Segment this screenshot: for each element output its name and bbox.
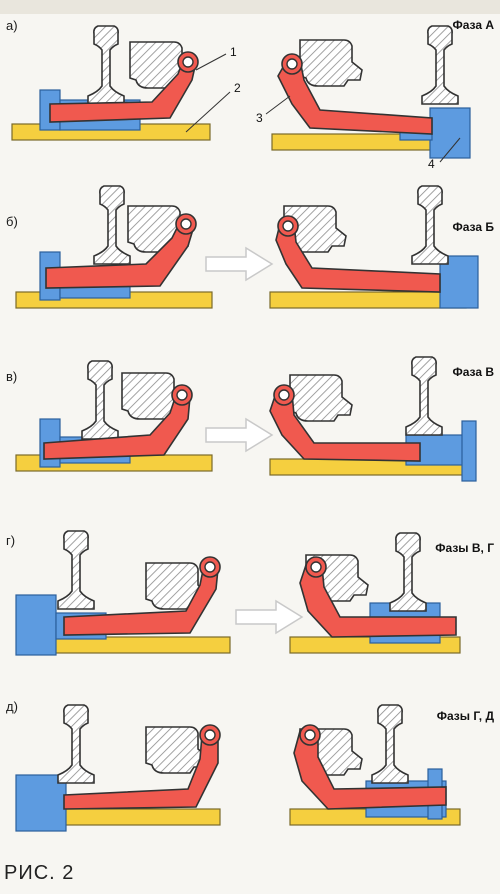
rail [421, 25, 459, 105]
pivot-pin [177, 51, 199, 73]
direction-arrow [205, 418, 273, 452]
pivot-pin [299, 724, 321, 746]
panel-label: в) [6, 369, 18, 384]
panel-label: г) [6, 533, 16, 548]
link-bar [277, 59, 433, 135]
pivot-pin [175, 213, 197, 235]
link-bar [293, 730, 447, 810]
pivot-pin [277, 215, 299, 237]
pivot-pin [305, 556, 327, 578]
panel-label: б) [6, 214, 18, 229]
phase-label: Фазы Г, Д [436, 709, 494, 723]
pivot-pin [199, 724, 221, 746]
pivot-pin [171, 384, 193, 406]
phase-label: Фаза А [452, 18, 494, 32]
rail [389, 532, 427, 612]
panel-a: а) Фаза А 1 2 3 4 [0, 10, 500, 170]
callout-1: 1 [230, 45, 237, 59]
rail [411, 185, 449, 265]
rail [405, 356, 443, 436]
panel-b: б) Фаза Б [0, 180, 500, 330]
callout-2: 2 [234, 81, 241, 95]
phase-label: Фазы В, Г [435, 541, 494, 555]
rail [371, 704, 409, 784]
wheel-flange [299, 39, 363, 87]
panel-c: в) Фаза В [0, 355, 500, 505]
mechanism-drawing [15, 530, 461, 656]
mechanism-drawing [15, 185, 479, 309]
rail [87, 25, 125, 105]
phase-label: Фаза Б [452, 220, 494, 234]
panel-e: д) Фазы Г, Д [0, 695, 500, 855]
pivot-pin [273, 384, 295, 406]
top-text-strip [0, 0, 500, 14]
direction-arrow [235, 600, 303, 634]
panel-label: д) [6, 699, 18, 714]
pivot-pin [199, 556, 221, 578]
pivot-pin [281, 53, 303, 75]
rail [81, 360, 119, 440]
rail [57, 704, 95, 784]
wheel-flange [289, 374, 353, 422]
callout-4: 4 [428, 157, 435, 170]
rail [57, 530, 95, 610]
rail [93, 185, 131, 265]
direction-arrow [205, 247, 273, 281]
mechanism-drawing: 1 2 3 4 [11, 25, 471, 170]
panel-d: г) Фазы В, Г [0, 525, 500, 675]
link-bar [299, 564, 457, 638]
phase-label: Фаза В [452, 365, 494, 379]
mechanism-drawing [15, 356, 477, 482]
mechanism-drawing [15, 704, 461, 832]
link-bar [269, 392, 421, 462]
figure-caption: РИС. 2 [4, 862, 75, 884]
callout-3: 3 [256, 111, 263, 125]
panel-label: а) [6, 18, 18, 33]
